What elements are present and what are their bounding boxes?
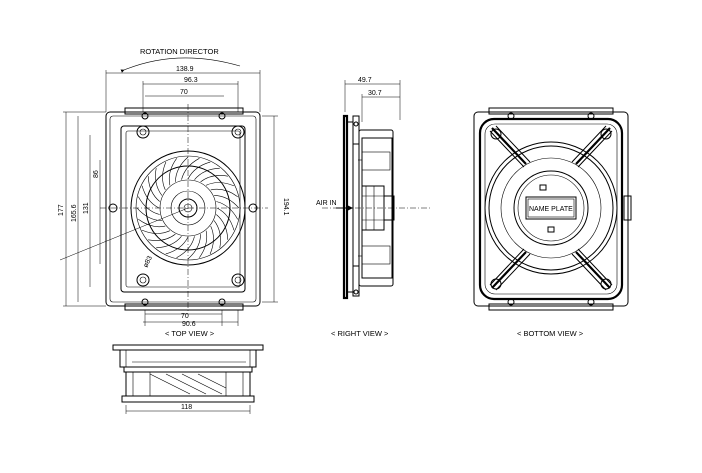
impeller-blade <box>216 207 235 231</box>
right-view: 49.7 30.7 AIR IN < RIGHT VIEW > <box>316 77 430 338</box>
dim-top-overall: 138.9 <box>176 66 194 73</box>
impeller-blade <box>205 182 235 187</box>
impeller-blade <box>176 236 195 258</box>
dim-hole-dia: ø83 <box>142 255 153 269</box>
impeller-blade <box>209 225 214 255</box>
impeller-blade <box>141 185 160 209</box>
right-view-label: < RIGHT VIEW > <box>331 329 389 338</box>
impeller-blade <box>187 161 211 180</box>
impeller-blade <box>162 161 167 191</box>
rotation-arc <box>120 57 241 73</box>
dim-height-fourth: 86 <box>93 170 100 178</box>
impeller-blade <box>216 214 229 240</box>
impeller-blade <box>165 236 189 255</box>
dim-bottom-holes: 70 <box>181 313 189 320</box>
impeller-blade <box>175 156 189 182</box>
impeller-blade <box>216 201 238 220</box>
dim-right-height: 194.1 <box>282 198 289 216</box>
impeller-blade <box>214 195 240 209</box>
impeller-blade <box>138 196 160 215</box>
impeller-blade <box>181 158 200 180</box>
dim-bottom-width: 90.6 <box>182 321 196 328</box>
impeller-blade <box>138 219 166 228</box>
impeller-blade <box>147 176 160 202</box>
impeller-blade <box>210 188 238 197</box>
name-plate-label: NAME PLATE <box>529 206 573 213</box>
front-view: 118 <box>112 344 264 414</box>
impeller-blade <box>156 236 182 249</box>
dim-top-holes: 70 <box>180 89 188 96</box>
dim-depth-partial: 30.7 <box>368 90 382 97</box>
air-in-label: AIR IN <box>316 200 337 207</box>
impeller-blade <box>200 175 228 183</box>
dim-height-third: 131 <box>83 202 90 214</box>
impeller-blade <box>194 167 220 180</box>
top-view-label: < TOP VIEW > <box>165 329 215 338</box>
bottom-view-label: < BOTTOM VIEW > <box>517 329 584 338</box>
impeller-blade <box>148 233 176 241</box>
impeller-blade <box>199 230 208 258</box>
rotation-label: ROTATION DIRECTOR <box>140 47 219 56</box>
impeller-blade <box>141 229 171 234</box>
impeller-blade <box>136 207 162 221</box>
impeller-blade <box>168 158 177 186</box>
impeller-blade <box>213 220 221 248</box>
dim-height-overall: 177 <box>58 204 65 216</box>
impeller-blade <box>187 234 201 260</box>
dim-height-second: 165.6 <box>71 204 78 222</box>
dim-top-inner: 96.3 <box>184 77 198 84</box>
dim-front-width: 118 <box>181 404 192 411</box>
impeller-blade <box>155 168 163 196</box>
bottom-view: NAME PLATE < BOTTOM VIEW > <box>473 107 632 338</box>
top-view: ROTATION DIRECTOR 138.9 96.3 70 177 165.… <box>58 47 289 338</box>
dim-depth-overall: 49.7 <box>358 77 372 84</box>
